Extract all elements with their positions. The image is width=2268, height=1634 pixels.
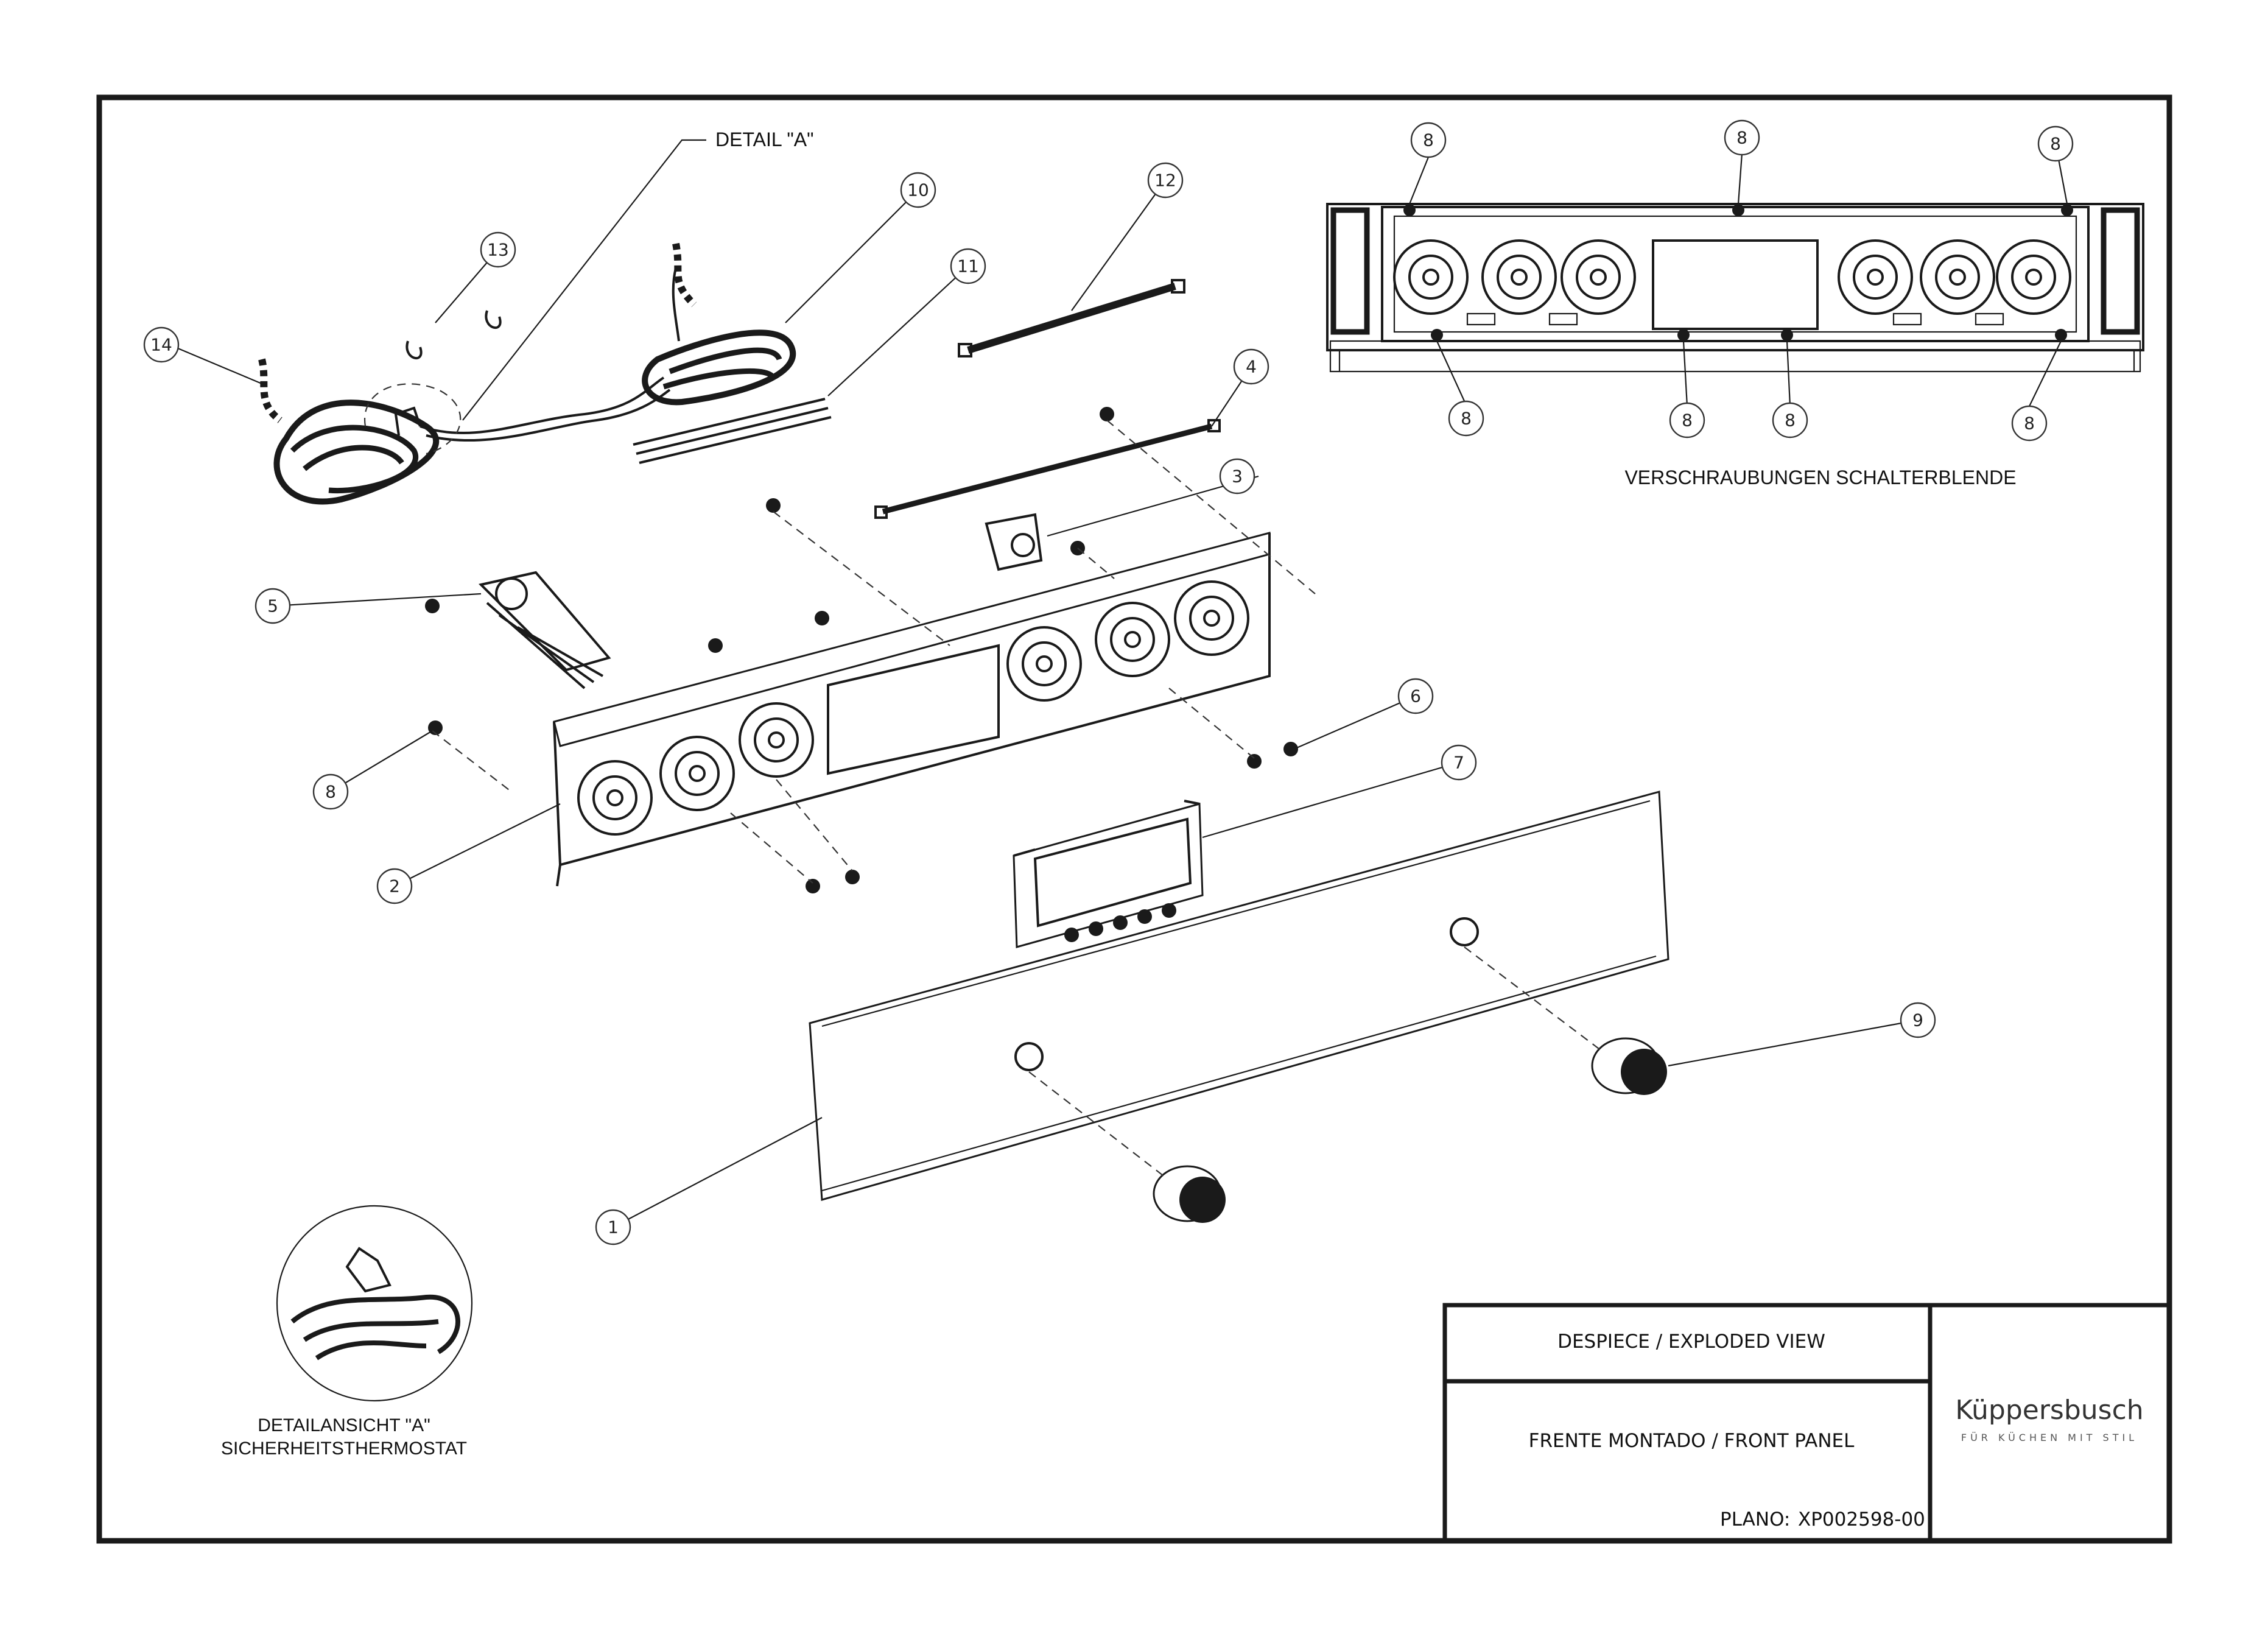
- title-block: DESPIECE / EXPLODED VIEW FRENTE MONTADO …: [1442, 1303, 2172, 1543]
- brand-logo-tagline: FÜR KÜCHEN MIT STIL: [1961, 1432, 2138, 1443]
- knobs: [1153, 1037, 1667, 1223]
- front-panel: [809, 791, 1669, 1201]
- svg-text:8: 8: [2050, 134, 2061, 154]
- svg-text:8: 8: [1736, 128, 1747, 148]
- callout-8: 8: [312, 773, 349, 810]
- detail-a-label: DETAIL "A": [715, 129, 813, 150]
- callout-7: 7: [1441, 744, 1477, 781]
- svg-text:5: 5: [267, 596, 278, 616]
- screw-callout-8: 8: [1669, 402, 1705, 438]
- callout-12: 12: [1147, 162, 1184, 199]
- svg-text:8: 8: [1682, 410, 1693, 431]
- svg-text:14: 14: [150, 335, 172, 355]
- callout-11: 11: [950, 248, 986, 284]
- plan-label: PLANO:: [1720, 1509, 1790, 1530]
- callout-13: 13: [480, 231, 516, 268]
- callout-2: 2: [376, 868, 413, 904]
- callout-1: 1: [595, 1209, 631, 1245]
- display-module: [1013, 800, 1204, 948]
- switch-bracket: [553, 532, 1271, 887]
- detail-caption-line2: SICHERHEITSTHERMOSTAT: [221, 1439, 467, 1459]
- callout-3: 3: [1219, 458, 1255, 495]
- callout-4: 4: [1233, 348, 1269, 385]
- detail-caption-line1: DETAILANSICHT "A": [258, 1415, 430, 1435]
- screw-callout-8: 8: [2011, 405, 2048, 442]
- title-block-title: DESPIECE / EXPLODED VIEW: [1557, 1331, 1825, 1353]
- sheet-border: [96, 94, 2172, 1544]
- svg-text:8: 8: [2024, 414, 2035, 434]
- plan-number: XP002598-00: [1798, 1509, 1925, 1530]
- svg-text:11: 11: [957, 256, 979, 276]
- screw-view: [1326, 153, 2144, 407]
- callout-9: 9: [1900, 1002, 1936, 1038]
- screw-callout-8: 8: [1724, 119, 1760, 156]
- screw-callout-8: 8: [2037, 125, 2074, 162]
- svg-text:8: 8: [1461, 409, 1472, 429]
- callouts: 1 2 3 4 5 6 7 8 9 10 11 12 13 14 8 8 8 8…: [143, 119, 2074, 1245]
- wiring-harness: [258, 242, 1221, 519]
- svg-text:9: 9: [1912, 1010, 1923, 1030]
- svg-text:3: 3: [1232, 467, 1243, 487]
- svg-text:13: 13: [487, 240, 509, 260]
- svg-text:10: 10: [907, 180, 929, 200]
- connector-block: [479, 513, 1043, 689]
- svg-text:7: 7: [1453, 753, 1464, 773]
- screw-view-caption: VERSCHRAUBUNGEN SCHALTERBLENDE: [1624, 467, 2016, 488]
- svg-text:12: 12: [1154, 171, 1176, 191]
- brand-logo-name: Küppersbusch: [1955, 1395, 2143, 1426]
- callout-14: 14: [143, 326, 180, 363]
- screw-callout-8: 8: [1410, 122, 1447, 158]
- svg-text:4: 4: [1246, 357, 1257, 377]
- svg-text:8: 8: [325, 782, 336, 802]
- leader-lines: [169, 139, 1919, 1228]
- svg-text:6: 6: [1410, 686, 1421, 706]
- svg-text:2: 2: [389, 876, 400, 896]
- screws: [425, 407, 1298, 893]
- detail-a-view: [276, 1205, 473, 1402]
- assembly-lines: [432, 420, 1602, 1176]
- svg-text:1: 1: [608, 1217, 619, 1238]
- callout-5: 5: [255, 588, 291, 624]
- screw-callout-8: 8: [1772, 402, 1808, 438]
- callout-10: 10: [900, 172, 936, 208]
- svg-text:8: 8: [1423, 130, 1434, 150]
- callout-6: 6: [1397, 678, 1434, 714]
- svg-text:8: 8: [1785, 410, 1796, 431]
- title-block-subtitle: FRENTE MONTADO / FRONT PANEL: [1529, 1430, 1855, 1452]
- screw-callout-8: 8: [1448, 400, 1484, 437]
